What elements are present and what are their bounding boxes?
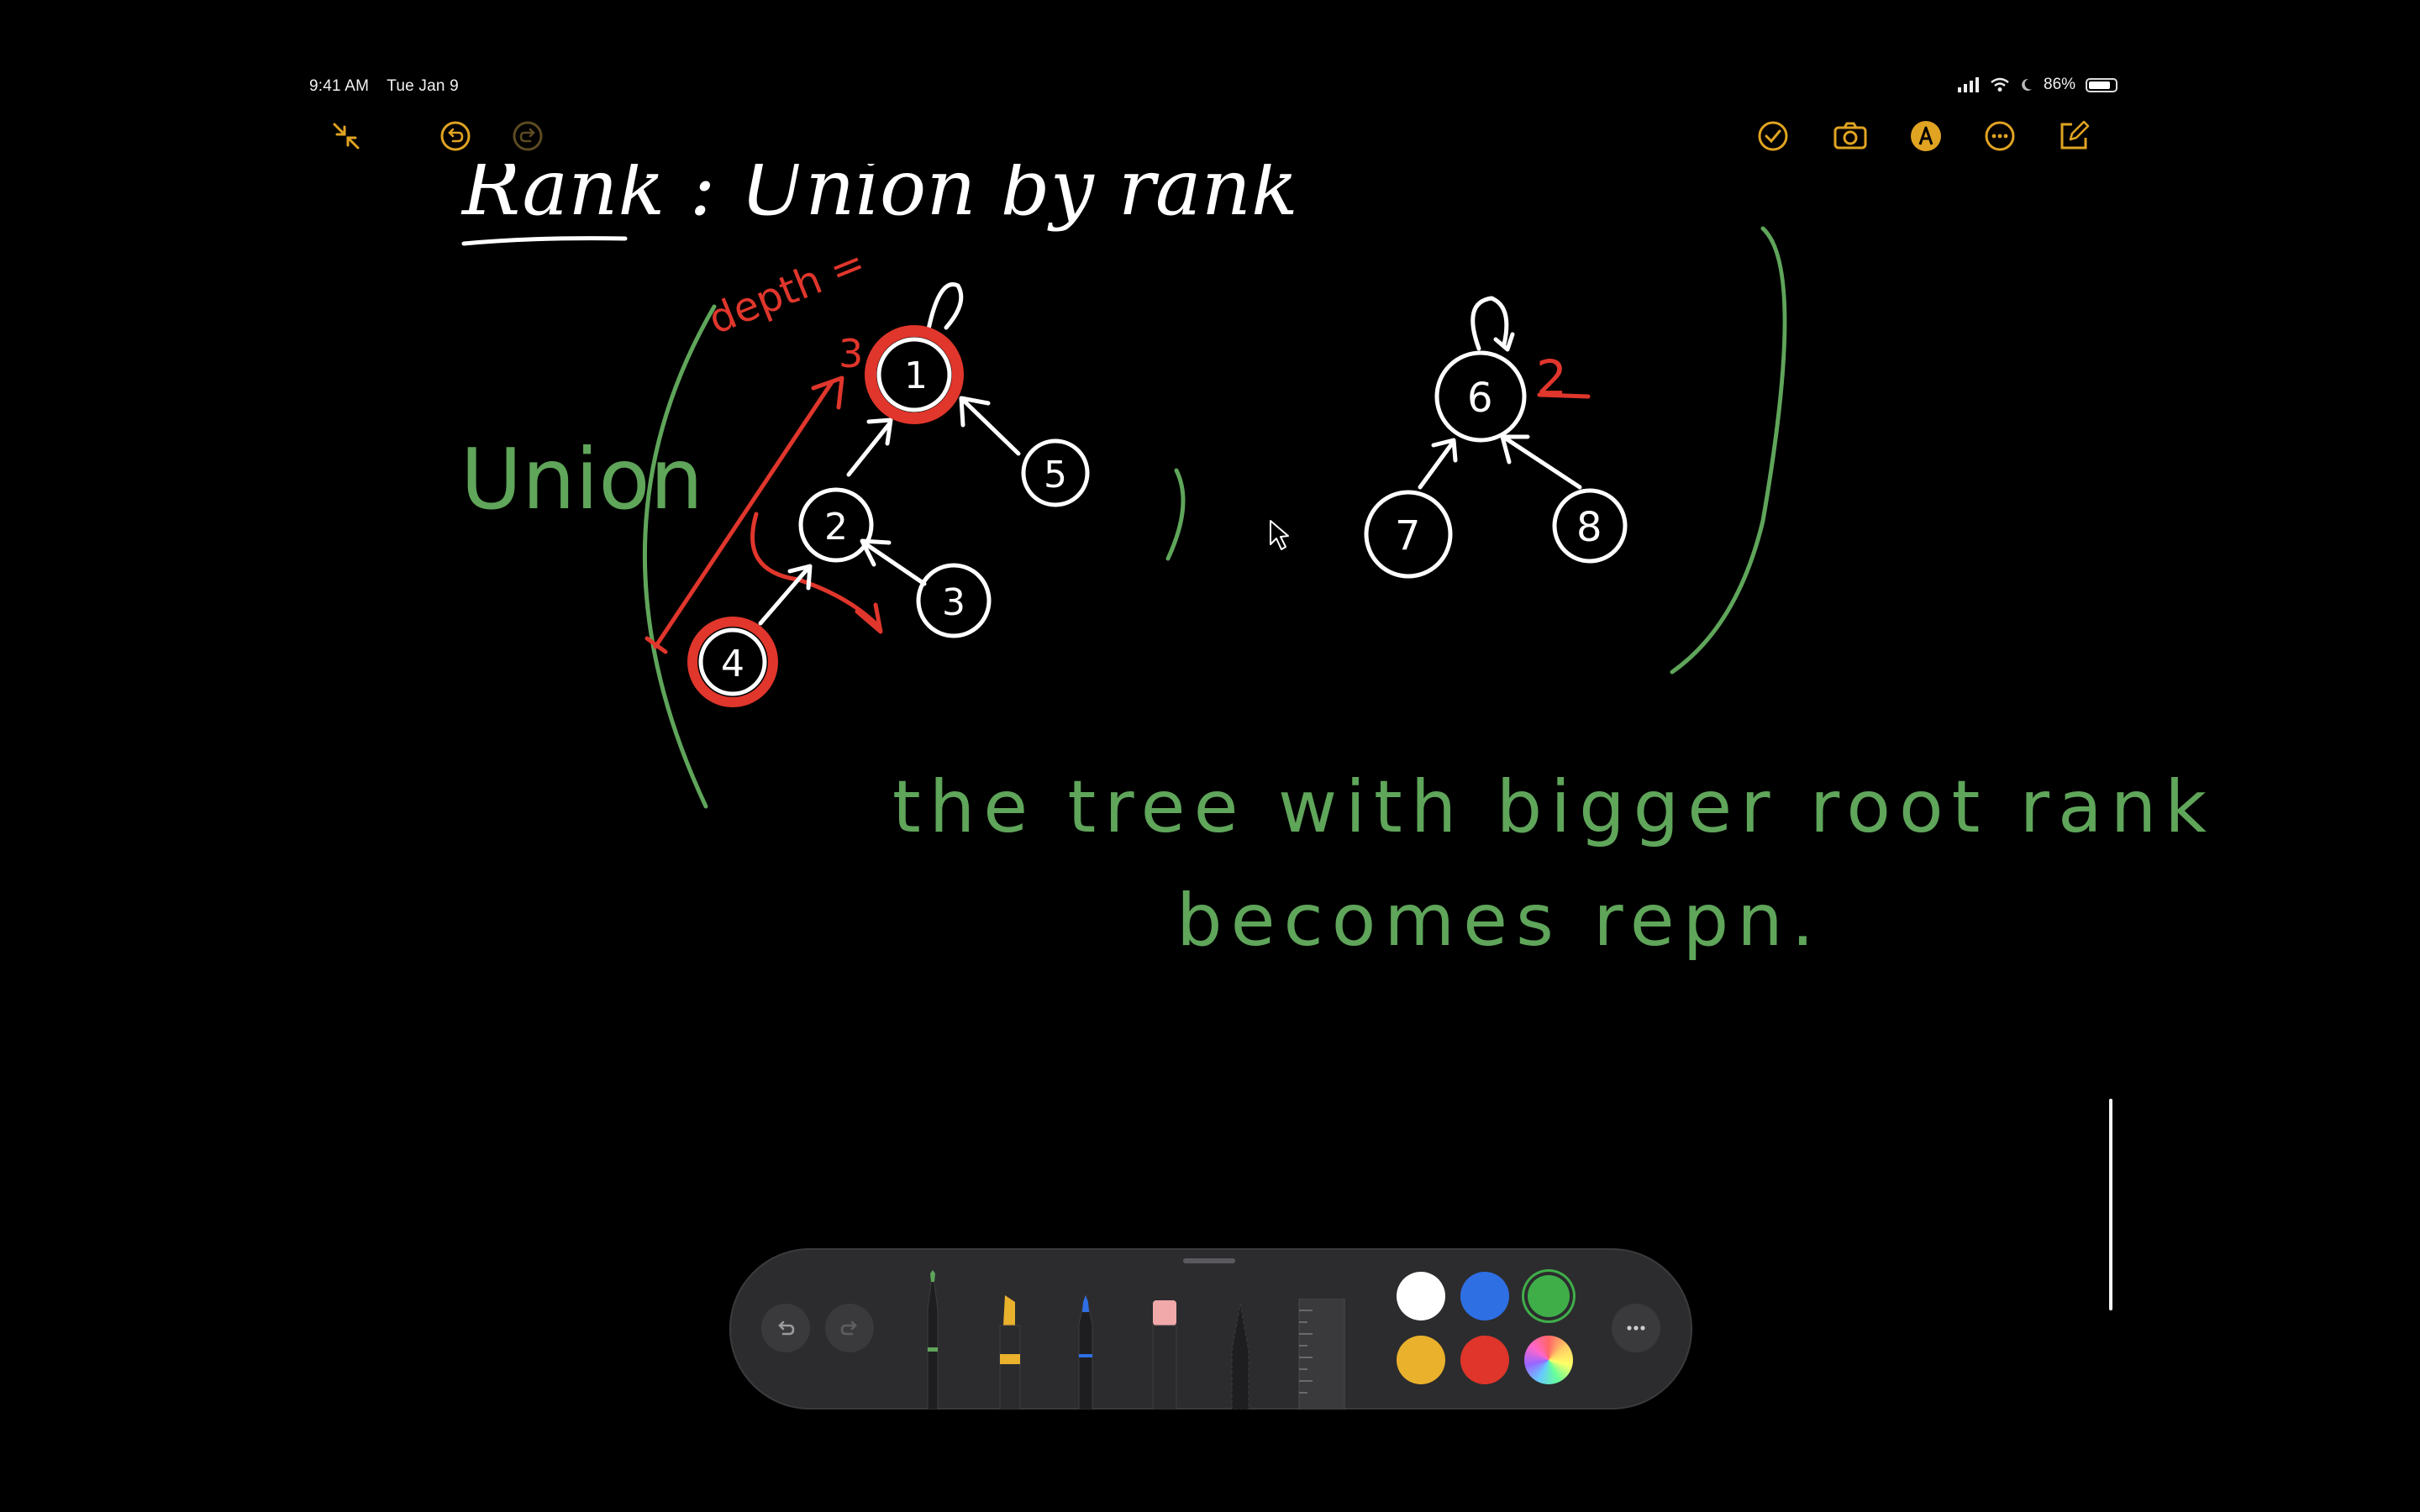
done-button[interactable] — [1749, 113, 1797, 160]
caption-line-2: becomes repn. — [1176, 879, 1823, 963]
node-2 — [798, 487, 874, 563]
edge-4-to-2 — [758, 564, 813, 626]
node-4-highlight — [687, 617, 778, 707]
undo-icon — [440, 121, 471, 151]
edge-5-to-1 — [959, 396, 1021, 456]
collapse-button[interactable] — [323, 113, 370, 160]
node-1 — [876, 337, 952, 412]
palette-undo-button[interactable] — [761, 1304, 810, 1352]
self-loop-6 — [1470, 296, 1509, 351]
redo-button[interactable] — [504, 113, 551, 160]
lasso-tool[interactable] — [1223, 1300, 1257, 1410]
node-8 — [1552, 488, 1628, 564]
edge-8-to-6 — [1500, 434, 1582, 490]
signal-icon — [1958, 77, 1979, 92]
moon-icon — [2022, 78, 2032, 91]
heading-underline — [461, 236, 628, 246]
depth-label: depth = — [702, 239, 872, 344]
comma-mark — [1165, 468, 1186, 561]
caption-line-1: the tree with bigger root rank — [892, 765, 2215, 849]
color-white-swatch[interactable] — [1397, 1272, 1445, 1320]
scroll-indicator[interactable] — [2109, 1099, 2112, 1310]
edge-7-to-6 — [1418, 438, 1458, 490]
node-8-label: 8 — [1576, 504, 1602, 551]
node-4 — [698, 627, 767, 696]
node-6-label: 6 — [1467, 375, 1493, 422]
node-1-highlight — [865, 325, 964, 424]
color-red-swatch[interactable] — [1460, 1336, 1509, 1384]
node-5-label: 5 — [1044, 454, 1067, 496]
mouse-pointer-icon — [1270, 520, 1289, 550]
battery-percentage: 86% — [2044, 76, 2076, 93]
ruler-tool[interactable] — [1297, 1299, 1346, 1410]
left-paren — [643, 304, 717, 809]
self-loop-1 — [926, 282, 964, 332]
color-green-swatch[interactable] — [1524, 1272, 1573, 1320]
node-4-label: 4 — [721, 643, 744, 685]
camera-button[interactable] — [1827, 113, 1874, 160]
heading-text: Rank : Union by rank. — [460, 143, 1323, 233]
node-1-label: 1 — [904, 354, 928, 397]
right-paren — [1670, 226, 1787, 675]
node-3 — [916, 563, 992, 638]
color-blue-swatch[interactable] — [1460, 1272, 1509, 1320]
marker-tool[interactable] — [992, 1295, 1028, 1410]
status-time: 9:41 AM — [309, 77, 370, 95]
status-bar-left: 9:41 AM Tue Jan 9 — [309, 77, 472, 96]
camera-icon — [1833, 122, 1867, 150]
status-date: Tue Jan 9 — [387, 77, 459, 95]
pen-tool[interactable] — [916, 1270, 950, 1410]
more-icon — [1985, 121, 2015, 151]
tool-palette — [729, 1248, 1692, 1410]
self-loop-6-arrowhead — [1493, 332, 1515, 352]
node-5 — [1021, 438, 1090, 507]
redo-icon — [840, 1320, 857, 1336]
node-2-label: 2 — [824, 506, 848, 549]
node-7 — [1364, 490, 1453, 579]
undo-icon — [778, 1320, 795, 1336]
palette-more-button[interactable] — [1612, 1304, 1660, 1352]
more-icon — [1627, 1326, 1645, 1331]
palette-redo-button[interactable] — [825, 1304, 874, 1352]
status-bar-right: 86% — [1958, 76, 2118, 94]
pencil-tool[interactable] — [1069, 1295, 1102, 1410]
battery-icon — [2086, 77, 2118, 92]
new-note-button[interactable] — [2050, 113, 2097, 160]
path-arrowhead — [855, 602, 883, 634]
checkmark-icon — [1758, 121, 1788, 151]
markup-icon — [1911, 121, 1941, 151]
palette-grabber[interactable] — [1183, 1258, 1235, 1263]
rank-underline — [1537, 392, 1591, 399]
depth-tick — [644, 636, 668, 654]
markup-button[interactable] — [1902, 113, 1949, 160]
node-6 — [1434, 350, 1527, 443]
node-3-label: 3 — [942, 581, 965, 624]
depth-bracket — [653, 380, 834, 649]
depth-value: 3 — [839, 331, 863, 376]
edge-3-to-2 — [860, 538, 927, 586]
edge-2-to-1 — [846, 417, 893, 477]
depth-arrow-top — [811, 375, 844, 410]
compose-icon — [2060, 120, 2090, 150]
rank-label: 2 — [1536, 349, 1567, 407]
node-7-label: 7 — [1395, 512, 1421, 559]
eraser-tool[interactable] — [1146, 1300, 1183, 1410]
color-yellow-swatch[interactable] — [1397, 1336, 1445, 1384]
collapse-icon — [333, 123, 360, 150]
wifi-icon — [1991, 77, 2009, 92]
color-picker-swatch[interactable] — [1524, 1336, 1573, 1384]
more-options-button[interactable] — [1976, 113, 2023, 160]
union-label: Union — [460, 430, 703, 528]
undo-button[interactable] — [432, 113, 479, 160]
redo-icon — [513, 121, 543, 151]
